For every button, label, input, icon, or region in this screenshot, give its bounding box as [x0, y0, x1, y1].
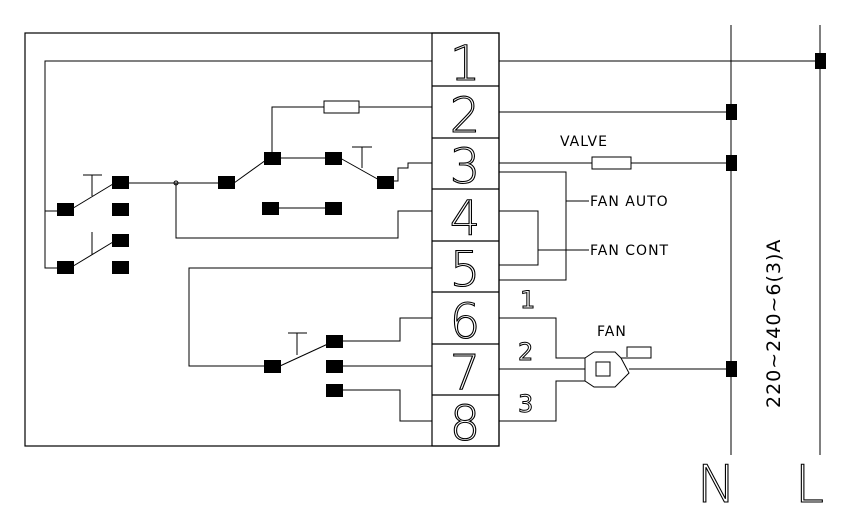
fan-speed-3-label: 3: [518, 390, 533, 418]
contact-fan-speed-2: [326, 360, 343, 373]
terminal-1-number: 1: [450, 36, 481, 92]
contact-temp-switch-a: [325, 152, 342, 165]
terminal-8-number: 8: [450, 396, 481, 452]
wire-t5-internal: [188, 267, 432, 367]
contact-mode-upper-left: [57, 203, 74, 216]
fan-speed-1-label: 1: [520, 286, 535, 314]
terminal-7-number: 7: [450, 345, 481, 401]
contact-spare-b: [325, 202, 342, 215]
wire-t2-resistor: [271, 106, 432, 152]
contact-mode-lower-open: [112, 261, 129, 274]
valve-resistor: [591, 156, 632, 170]
contact-fan-speed-3: [326, 384, 343, 397]
thermostat-enclosure: [24, 32, 500, 447]
terminal-2-number: 2: [450, 88, 481, 144]
contact-mode-lower-left: [57, 261, 74, 274]
wire-fan-speed-3: [499, 380, 585, 422]
junction-live: [815, 53, 826, 69]
terminal-5-number: 5: [450, 242, 481, 298]
junction-neutral-valve: [726, 155, 737, 171]
fan-cont-link: [499, 210, 589, 266]
wire-t6-internal: [342, 317, 432, 342]
fan-auto-label: FAN AUTO: [590, 194, 669, 210]
fan-cont-label: FAN CONT: [590, 243, 669, 259]
neutral-label: N: [697, 455, 736, 515]
fan-icon: [584, 346, 652, 388]
fan-label: FAN: [597, 324, 627, 340]
contact-selector-a: [218, 176, 235, 189]
contact-mode-lower-right: [112, 234, 129, 247]
terminal-6-number: 6: [450, 294, 481, 350]
contact-temp-switch-b: [377, 176, 394, 189]
wire-t3-internal: [393, 162, 432, 182]
temp-switch-actuator: [352, 146, 372, 168]
mode-switch-actuator-upper: [83, 174, 102, 196]
fan-selector-actuator: [288, 332, 307, 355]
junction-neutral-fan: [726, 361, 737, 377]
supply-rating-label: 220~240~6(3)A: [763, 239, 785, 408]
contact-fan-selector-common: [264, 360, 281, 373]
fan-speed-2-label: 2: [518, 338, 533, 366]
wire-t8-internal: [342, 389, 432, 422]
fan-auto-link: [499, 171, 589, 281]
contact-mode-upper-right: [112, 176, 129, 189]
wire-fan-speed-1: [499, 317, 585, 359]
wire-t1-internal: [44, 60, 432, 269]
heater-resistor: [323, 100, 360, 114]
live-label: L: [795, 455, 824, 515]
contact-fan-speed-1: [326, 335, 343, 348]
contact-spare-a: [262, 202, 279, 215]
contact-mode-upper-open: [112, 203, 129, 216]
junction-neutral-t2: [726, 104, 737, 120]
terminal-3-number: 3: [450, 139, 481, 195]
terminal-4-number: 4: [450, 191, 481, 247]
contact-selector-b: [264, 152, 281, 165]
wire-t4-internal: [175, 183, 432, 239]
valve-label: VALVE: [560, 134, 608, 150]
terminal-block: 1 2 3 4 5 6 7 8: [431, 32, 500, 453]
